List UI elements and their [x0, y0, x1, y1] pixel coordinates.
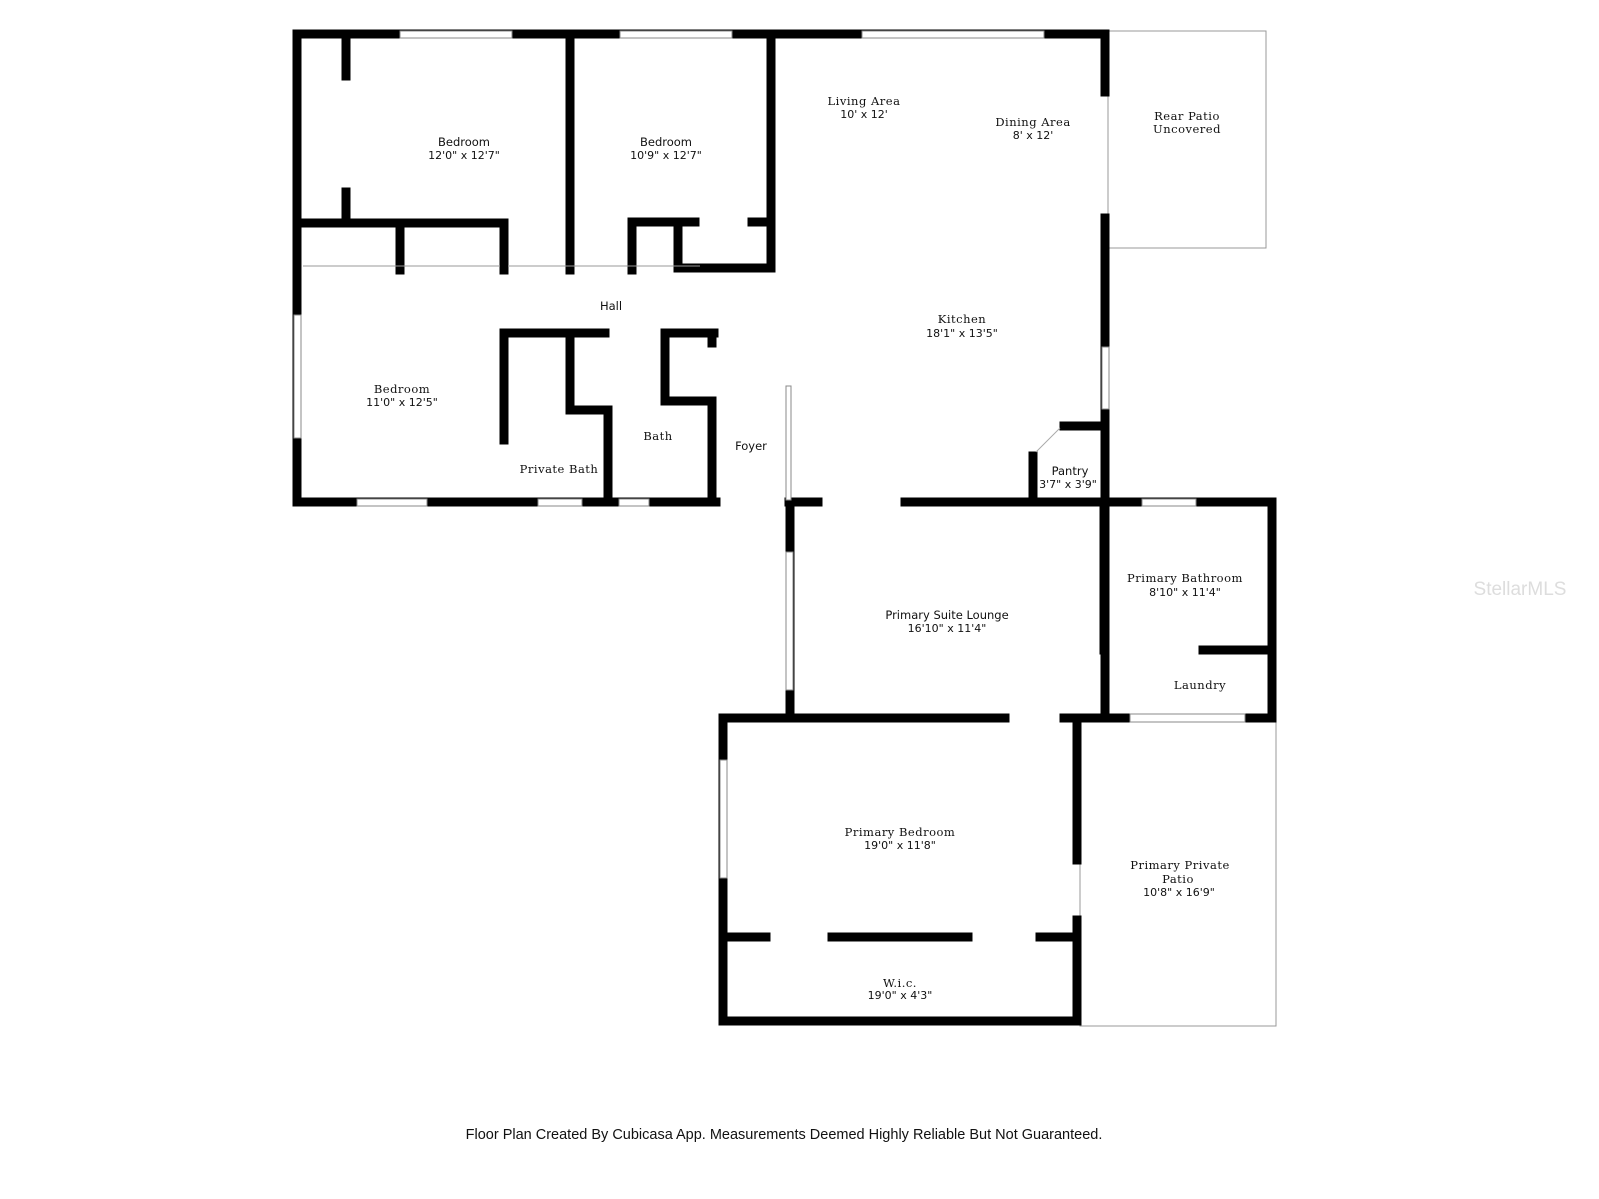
- private-patio-name: Primary Private: [1130, 858, 1230, 872]
- foyer-name: Foyer: [735, 439, 767, 453]
- private-bath-name: Private Bath: [520, 462, 599, 476]
- bedroom2-size: 10'9" x 12'7": [630, 149, 702, 162]
- windows: [293, 30, 1246, 879]
- living-name: Living Area: [828, 94, 901, 108]
- bath-name: Bath: [643, 429, 672, 443]
- dining-name: Dining Area: [995, 115, 1070, 129]
- laundry-name: Laundry: [1174, 678, 1226, 692]
- wic-size: 19'0" x 4'3": [868, 989, 933, 1002]
- rear-patio-size: Uncovered: [1153, 122, 1221, 136]
- walls: [292, 29, 1277, 1026]
- bedroom1-size: 12'0" x 12'7": [428, 149, 500, 162]
- watermark: StellarMLS: [1474, 579, 1567, 600]
- hall-name: Hall: [600, 299, 622, 313]
- pantry-name: Pantry: [1052, 464, 1089, 478]
- room-labels: Bedroom 12'0" x 12'7" Bedroom 10'9" x 12…: [366, 94, 1243, 1002]
- dining-size: 8' x 12': [1013, 129, 1054, 142]
- private-patio-size: 10'8" x 16'9": [1143, 886, 1215, 899]
- living-size: 10' x 12': [840, 108, 888, 121]
- primary-bedroom-size: 19'0" x 11'8": [864, 839, 936, 852]
- private-patio-name2: Patio: [1162, 872, 1194, 886]
- bedroom3-size: 11'0" x 12'5": [366, 396, 438, 409]
- kitchen-size: 18'1" x 13'5": [926, 327, 998, 340]
- thin-lines: [303, 265, 1061, 501]
- lounge-name: Primary Suite Lounge: [885, 608, 1008, 622]
- primary-bath-name: Primary Bathroom: [1127, 571, 1243, 585]
- primary-bedroom-name: Primary Bedroom: [845, 825, 956, 839]
- footer-disclaimer: Floor Plan Created By Cubicasa App. Meas…: [465, 1127, 1103, 1143]
- bedroom3-name: Bedroom: [374, 382, 430, 396]
- wic-name: W.i.c.: [883, 976, 917, 990]
- kitchen-name: Kitchen: [938, 312, 987, 326]
- rear-patio-name: Rear Patio: [1154, 109, 1220, 123]
- lounge-size: 16'10" x 11'4": [908, 622, 987, 635]
- primary-bath-size: 8'10" x 11'4": [1149, 586, 1221, 599]
- pantry-size: 3'7" x 3'9": [1039, 478, 1097, 491]
- bedroom2-name: Bedroom: [640, 135, 692, 149]
- bedroom1-name: Bedroom: [438, 135, 490, 149]
